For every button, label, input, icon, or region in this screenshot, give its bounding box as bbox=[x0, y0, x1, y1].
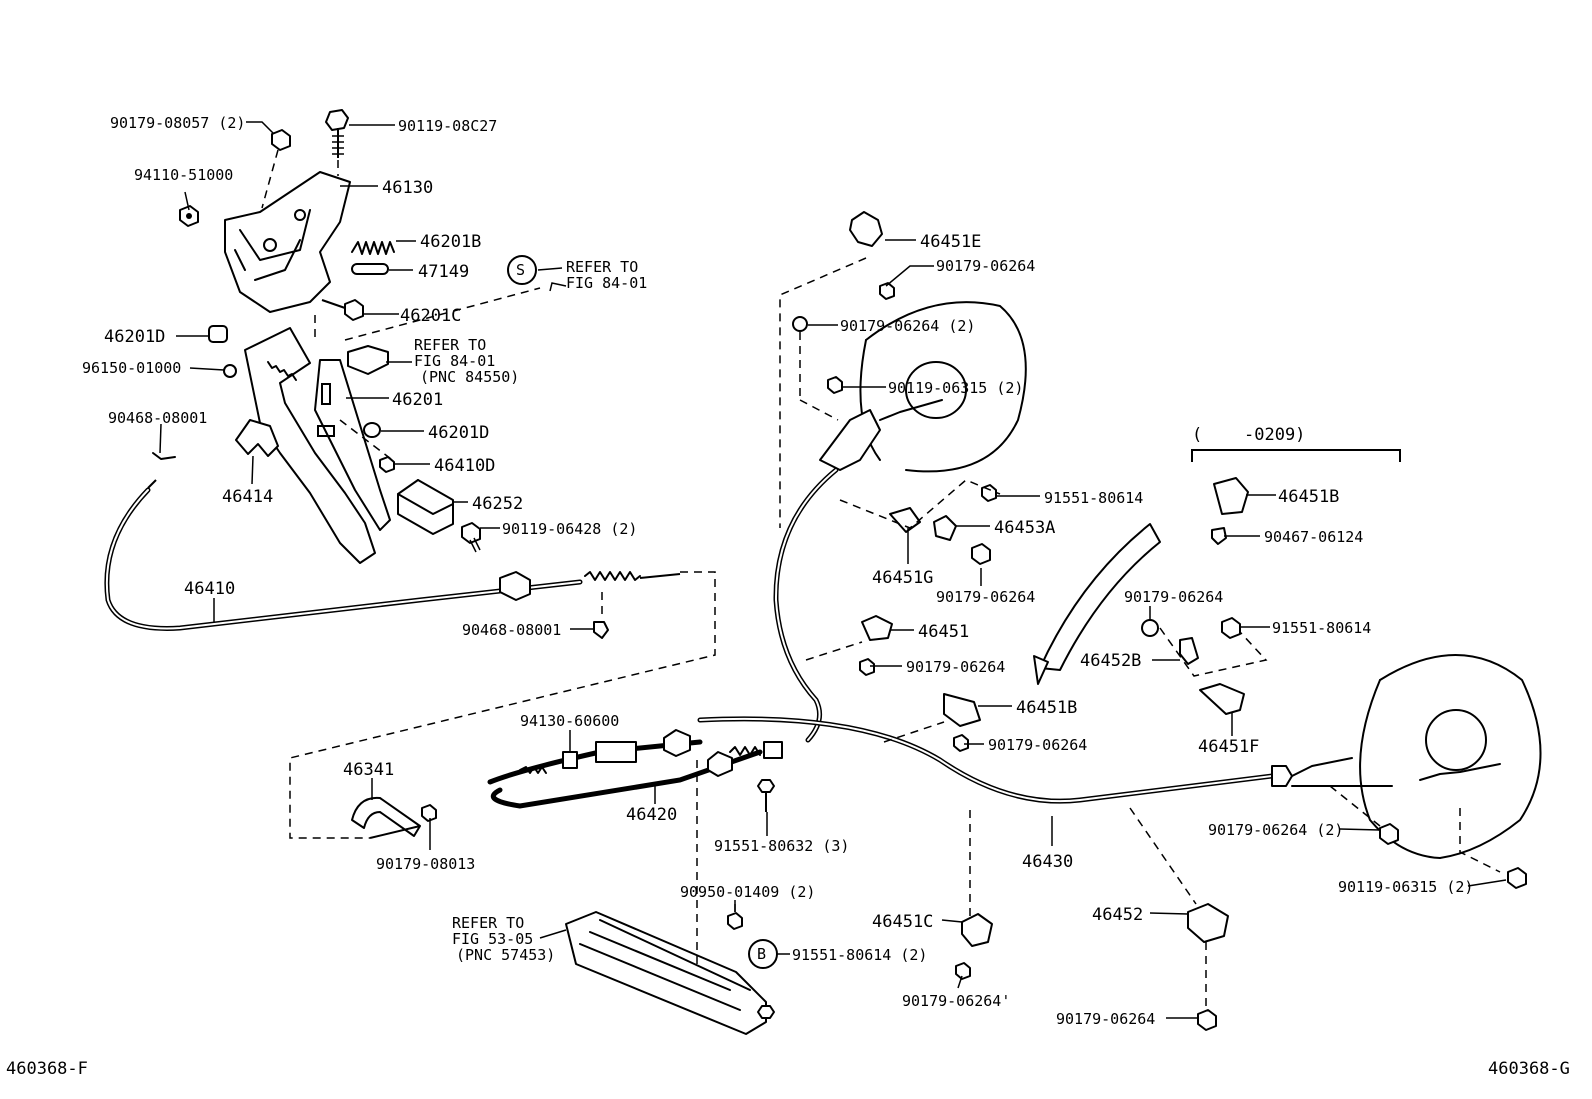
refer-b-line3: (PNC 57453) bbox=[456, 946, 555, 964]
callout-46201D-b: 46201D bbox=[428, 423, 489, 443]
callout-90468-08001-a: 90468-08001 bbox=[108, 409, 207, 427]
variant-section-drawing bbox=[1141, 449, 1401, 715]
callout-90179-06264-f: 90179-06264' bbox=[902, 992, 1010, 1010]
callout-46414: 46414 bbox=[222, 487, 273, 507]
callout-90179-06264-d: 90179-06264 bbox=[906, 658, 1005, 676]
callout-46451: 46451 bbox=[918, 622, 969, 642]
callout-46430: 46430 bbox=[1022, 852, 1073, 872]
marker-b-letter: B bbox=[757, 945, 766, 963]
diagram-id-right: 460368-G bbox=[1488, 1059, 1570, 1079]
rear-cables-drawing bbox=[351, 467, 1393, 1035]
callout-46252: 46252 bbox=[472, 494, 523, 514]
callout-90468-08001-b: 90468-08001 bbox=[462, 621, 561, 639]
callout-94130-60600: 94130-60600 bbox=[520, 712, 619, 730]
callout-46201B: 46201B bbox=[420, 232, 481, 252]
callout-96150-01000: 96150-01000 bbox=[82, 359, 181, 377]
callout-90179-06264-g: 90179-06264 bbox=[1056, 1010, 1155, 1028]
callout-46410: 46410 bbox=[184, 579, 235, 599]
callout-90179-06264-h: 90179-06264 bbox=[1124, 588, 1223, 606]
refer-b-line1: REFER TO bbox=[452, 914, 524, 932]
callout-90179-06264-b: 90179-06264 (2) bbox=[840, 317, 975, 335]
callout-90179-06264-c: 90179-06264 bbox=[936, 588, 1035, 606]
callout-46452B: 46452B bbox=[1080, 651, 1141, 671]
callout-46420: 46420 bbox=[626, 805, 677, 825]
callout-91551-80614-b: 91551-80614 (2) bbox=[792, 946, 927, 964]
refer-s-line1: REFER TO bbox=[566, 258, 638, 276]
callout-47149: 47149 bbox=[418, 262, 469, 282]
callout-90119-06315-a: 90119-06315 (2) bbox=[888, 379, 1023, 397]
marker-s-circle bbox=[507, 255, 537, 285]
callout-90179-06264-e: 90179-06264 bbox=[988, 736, 1087, 754]
callout-90119-08C27: 90119-08C27 bbox=[398, 117, 497, 135]
callout-91551-80614-a: 91551-80614 bbox=[1044, 489, 1143, 507]
left-backing-plate-drawing bbox=[779, 211, 1229, 1031]
refer-b-line2: FIG 53-05 bbox=[452, 930, 533, 948]
callout-46453A: 46453A bbox=[994, 518, 1055, 538]
callout-46452: 46452 bbox=[1092, 905, 1143, 925]
marker-s-letter: S bbox=[516, 261, 525, 279]
callout-46201D-a: 46201D bbox=[104, 327, 165, 347]
callout-46451C: 46451C bbox=[872, 912, 933, 932]
callout-46451G: 46451G bbox=[872, 568, 933, 588]
callout-46201C: 46201C bbox=[400, 306, 461, 326]
callout-90467-06124: 90467-06124 bbox=[1264, 528, 1363, 546]
callout-90119-06428: 90119-06428 (2) bbox=[502, 520, 637, 538]
diagram-id-left: 460368-F bbox=[6, 1059, 88, 1079]
callout-labels: 90179-08057 (2) 90119-08C27 94110-51000 … bbox=[82, 114, 1473, 1028]
callout-46410D: 46410D bbox=[434, 456, 495, 476]
callout-90119-06315-b: 90119-06315 (2) bbox=[1338, 878, 1473, 896]
callout-46130: 46130 bbox=[382, 178, 433, 198]
refer-s-line2: FIG 84-01 bbox=[566, 274, 647, 292]
callout-46451B-b: 46451B bbox=[1278, 487, 1339, 507]
callout-91551-80632: 91551-80632 (3) bbox=[714, 837, 849, 855]
callout-90179-08013: 90179-08013 bbox=[376, 855, 475, 873]
refer-a-line1: REFER TO bbox=[414, 336, 486, 354]
callout-90179-08057: 90179-08057 (2) bbox=[110, 114, 245, 132]
callout-90179-06264-i: 90179-06264 (2) bbox=[1208, 821, 1343, 839]
callout-46201: 46201 bbox=[392, 390, 443, 410]
callout-90179-06264-a: 90179-06264 bbox=[936, 257, 1035, 275]
callout-46451B-a: 46451B bbox=[1016, 698, 1077, 718]
callout-46451E: 46451E bbox=[920, 232, 981, 252]
leader-lines bbox=[159, 121, 1507, 1019]
right-backing-plate-drawing bbox=[1329, 654, 1542, 889]
diagram-ids: 460368-F 460368-G bbox=[6, 1059, 1570, 1079]
refer-notes: S REFER TO FIG 84-01 REFER TO FIG 84-01 … bbox=[414, 258, 1305, 964]
callout-94110-51000: 94110-51000 bbox=[134, 166, 233, 184]
callout-90950-01409: 90950-01409 (2) bbox=[680, 883, 815, 901]
lever-assembly-drawing bbox=[179, 109, 541, 564]
callout-91551-80614-c: 91551-80614 bbox=[1272, 619, 1371, 637]
variant-code: -0209) bbox=[1244, 425, 1305, 445]
variant-open-paren: ( bbox=[1192, 425, 1202, 445]
refer-a-line2: FIG 84-01 bbox=[414, 352, 495, 370]
marker-b-circle bbox=[748, 939, 778, 969]
callout-46451F: 46451F bbox=[1198, 737, 1259, 757]
refer-a-line3: (PNC 84550) bbox=[420, 368, 519, 386]
front-cable-drawing bbox=[104, 452, 716, 839]
callout-46341: 46341 bbox=[343, 760, 394, 780]
